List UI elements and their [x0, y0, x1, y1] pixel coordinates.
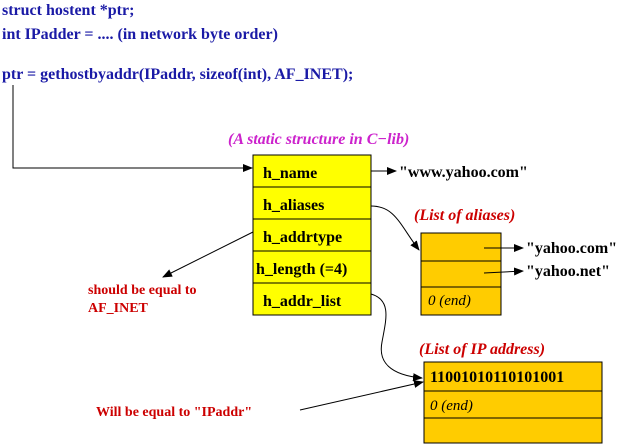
addr-list-arrow — [370, 293, 423, 382]
addrtype-note-2: AF_INET — [88, 301, 149, 316]
aliases-arrow — [370, 205, 420, 251]
aliases-list: 0 (end) — [420, 232, 502, 316]
name-value: "www.yahoo.com" — [399, 164, 528, 181]
alias-value-1: "yahoo.com" — [526, 240, 617, 257]
field-h-aliases: h_aliases — [263, 197, 324, 214]
ipaddr-note: Will be equal to "IPaddr" — [96, 405, 252, 420]
addrtype-arrow — [162, 231, 254, 278]
hostent-struct: h_name h_aliases h_addrtype h_length (=4… — [252, 154, 372, 316]
aliases-title: (List of aliases) — [414, 207, 515, 224]
aliases-end: 0 (end) — [428, 293, 471, 309]
alias-arrow-2 — [483, 267, 524, 276]
addresses-title: (List of IP address) — [419, 341, 545, 358]
alias-value-2: "yahoo.net" — [526, 263, 610, 280]
ipaddr-arrow — [299, 380, 424, 411]
field-h-addrtype: h_addrtype — [263, 229, 342, 246]
field-h-name: h_name — [263, 165, 317, 182]
address-value: 11001010110101001 — [430, 369, 564, 386]
code-line-3: ptr = gethostbyaddr(IPaddr, sizeof(int),… — [2, 66, 353, 83]
code-line-2: int IPadder = .... (in network byte orde… — [2, 26, 278, 43]
ptr-arrow — [12, 85, 253, 172]
field-h-addr-list: h_addr_list — [263, 293, 342, 310]
code-line-1: struct hostent *ptr; — [2, 2, 134, 19]
addresses-end: 0 (end) — [430, 398, 473, 414]
addrtype-note-1: should be equal to — [88, 283, 197, 298]
addresses-list: 11001010110101001 0 (end) — [423, 361, 603, 444]
field-h-length: h_length (=4) — [256, 261, 347, 278]
hostent-title: (A static structure in C−lib) — [228, 131, 409, 148]
